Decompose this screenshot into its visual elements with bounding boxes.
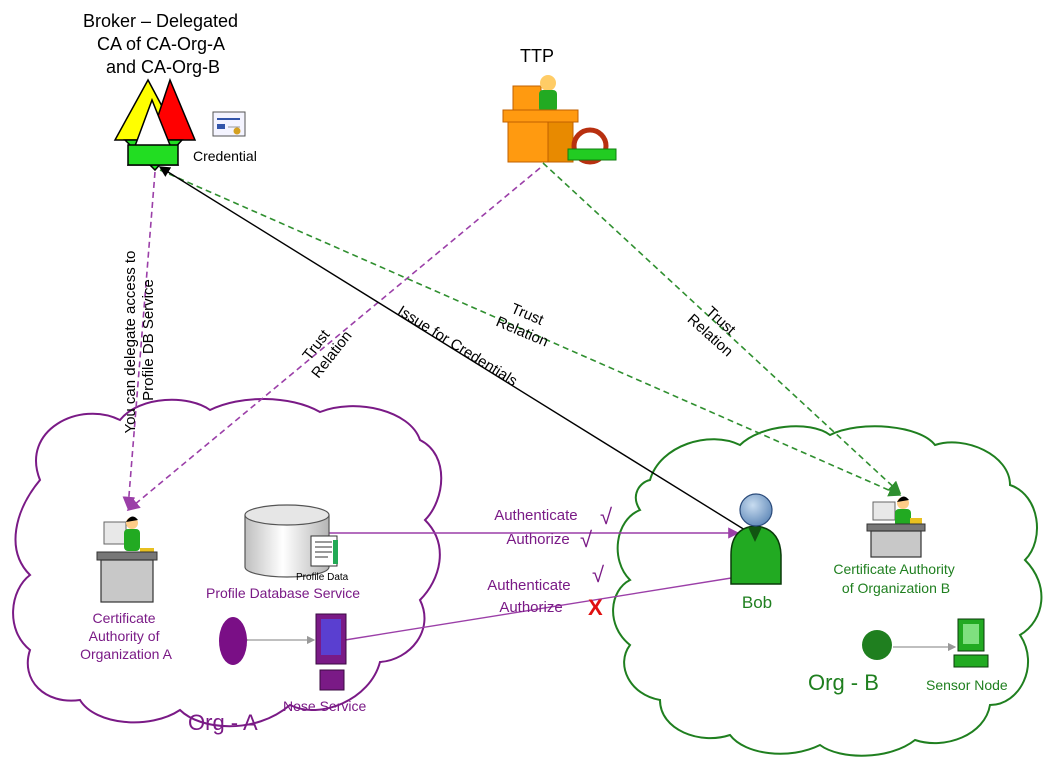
org-b-node-circle — [862, 630, 892, 660]
trust-arrow-broker-orgb — [159, 169, 902, 497]
access2-labels: Authenticate Authorize — [487, 577, 575, 616]
org-b-label: Org - B — [808, 670, 879, 695]
trust-relation-broker-b-label: Trust Relation — [493, 297, 557, 351]
credential-label: Credential — [193, 148, 257, 164]
delegate-arrow — [122, 171, 156, 510]
profile-db-label: Profile Database Service — [206, 585, 360, 601]
ca-org-b-icon — [866, 496, 926, 558]
ca-org-a-label: Certificate Authority of Organization A — [80, 610, 172, 662]
access1-labels: Authenticate Authorize — [494, 507, 582, 548]
trust-relation-orga-label: Trust Relation — [294, 317, 355, 382]
nose-service-label: Nose Service — [283, 698, 366, 714]
org-a-cloud — [12, 398, 443, 728]
access2-check-icon: √ — [592, 562, 605, 587]
org-b-cloud — [612, 425, 1043, 757]
issue-credentials-arrow — [158, 166, 746, 531]
certificate-icon — [212, 111, 246, 137]
broker-triangles-icon — [113, 77, 197, 172]
bob-user-icon — [730, 493, 782, 585]
document-icon — [310, 535, 338, 567]
ttp-desk-icon — [502, 75, 617, 165]
org-a-label: Org - A — [188, 710, 258, 735]
org-a-node-ellipse — [219, 617, 247, 665]
access-arrow-nose — [344, 571, 752, 641]
ca-org-a-icon — [96, 516, 158, 603]
access1-check-icon-a: √ — [600, 504, 613, 529]
access1-check-icon-b: √ — [580, 527, 593, 552]
trust-relation-ttp-b-label: Trust Relation — [684, 297, 748, 360]
ca-org-b-label: Certificate Authority of Organization B — [833, 561, 958, 596]
nose-service-computer-icon — [315, 613, 347, 691]
sensor-node-computer-icon — [953, 618, 989, 668]
profile-data-label: Profile Data — [296, 572, 349, 583]
delegate-label: You can delegate access to Profile DB Se… — [122, 246, 157, 433]
database-cylinder-icon — [244, 504, 330, 578]
trust-arrow-ttp-orgb — [542, 162, 902, 495]
access2-deny-icon: X — [588, 595, 603, 620]
sensor-node-label: Sensor Node — [926, 677, 1008, 693]
broker-title: Broker – Delegated CA of CA-Org-A and CA… — [83, 11, 243, 77]
bob-label: Bob — [742, 593, 772, 612]
ttp-label: TTP — [520, 46, 554, 66]
